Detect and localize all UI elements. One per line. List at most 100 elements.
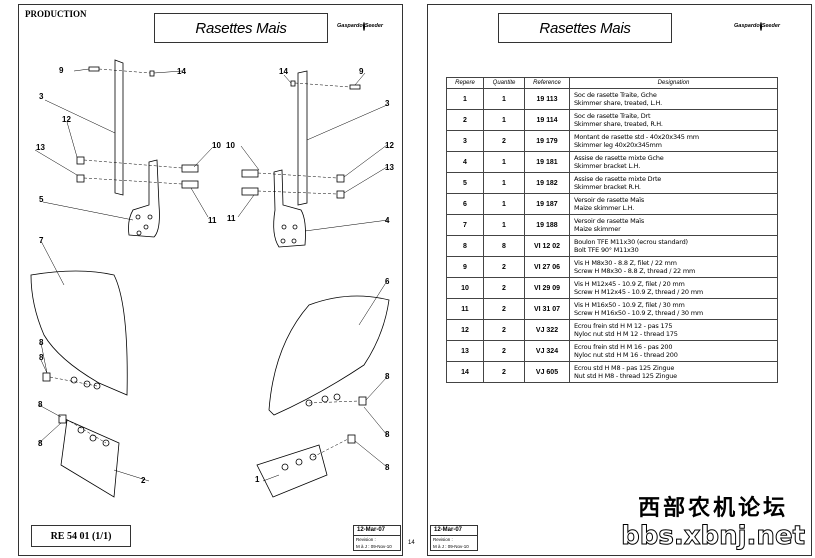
callout-label: 6 [385, 277, 390, 286]
callout-label: 14 [279, 67, 288, 76]
cell-reference: 19 113 [524, 88, 570, 110]
cell-repere: 11 [446, 298, 484, 320]
cell-reference: VJ 324 [524, 340, 570, 362]
callout-label: 3 [39, 92, 44, 101]
date-box: 12-Mar-07 Revision : M à J : 09-Nov-10 [353, 525, 401, 551]
forum-watermark: 西部农机论坛 bbs.xbnj.net [621, 496, 806, 551]
cell-repere: 6 [446, 193, 484, 215]
cell-reference: VJ 322 [524, 319, 570, 341]
callout-label: 11 [208, 216, 217, 225]
cell-reference: VI 27 06 [524, 256, 570, 278]
callout-label: 14 [177, 67, 186, 76]
column-header: Repere [446, 77, 484, 89]
column-header: Reference [524, 77, 570, 89]
column-header: Designation [569, 77, 778, 89]
document-reference: RE 54 01 (1/1) [31, 525, 131, 547]
cell-repere: 12 [446, 319, 484, 341]
cell-quantite: 8 [483, 235, 525, 257]
column-header: Quantite [483, 77, 525, 89]
callout-label: 8 [38, 400, 43, 409]
cell-repere: 10 [446, 277, 484, 299]
cell-designation: Boulon TFE M11x30 (ecrou standard)Bolt T… [569, 235, 778, 257]
cell-quantite: 2 [483, 319, 525, 341]
page-number: 14 [408, 540, 415, 546]
cell-reference: VI 31 07 [524, 298, 570, 320]
cell-quantite: 2 [483, 298, 525, 320]
callout-label: 11 [227, 214, 236, 223]
cell-quantite: 2 [483, 277, 525, 299]
cell-repere: 1 [446, 88, 484, 110]
cell-quantite: 1 [483, 193, 525, 215]
callout-label: 8 [385, 372, 390, 381]
cell-quantite: 1 [483, 151, 525, 173]
callout-label: 13 [36, 143, 45, 152]
cell-reference: VJ 605 [524, 361, 570, 383]
cell-quantite: 1 [483, 109, 525, 131]
logo-eye-icon [362, 21, 365, 31]
callout-label: 8 [39, 338, 44, 347]
callout-label: 10 [226, 141, 235, 150]
cell-quantite: 1 [483, 88, 525, 110]
cell-quantite: 2 [483, 130, 525, 152]
cell-reference: 19 181 [524, 151, 570, 173]
page-title: Rasettes Mais [154, 13, 328, 43]
cell-repere: 7 [446, 214, 484, 236]
callout-label: 9 [59, 66, 64, 75]
cell-quantite: 2 [483, 340, 525, 362]
cell-repere: 2 [446, 109, 484, 131]
callout-label: 8 [385, 463, 390, 472]
date-box: 12-Mar-07 Revision : M à J : 09-Nov-10 [430, 525, 478, 551]
cell-reference: 19 187 [524, 193, 570, 215]
cell-quantite: 1 [483, 172, 525, 194]
callout-label: 8 [39, 353, 44, 362]
callout-label: 2 [141, 476, 146, 485]
callout-label: 10 [212, 141, 221, 150]
callout-label: 1 [255, 475, 260, 484]
cell-reference: VI 29 09 [524, 277, 570, 299]
callout-label: 5 [39, 195, 44, 204]
cell-quantite: 2 [483, 256, 525, 278]
cell-repere: 13 [446, 340, 484, 362]
production-label: PRODUCTION [25, 9, 87, 19]
exploded-view-drawing: 9 14 3 12 13 10 5 11 7 8 8 8 8 2 14 9 3 … [30, 59, 394, 498]
cell-reference: 19 182 [524, 172, 570, 194]
cell-quantite: 1 [483, 214, 525, 236]
cell-repere: 5 [446, 172, 484, 194]
cell-repere: 4 [446, 151, 484, 173]
callout-label: 3 [385, 99, 390, 108]
callout-label: 13 [385, 163, 394, 172]
callout-label: 12 [385, 141, 394, 150]
cell-repere: 9 [446, 256, 484, 278]
callout-label: 4 [385, 216, 390, 225]
